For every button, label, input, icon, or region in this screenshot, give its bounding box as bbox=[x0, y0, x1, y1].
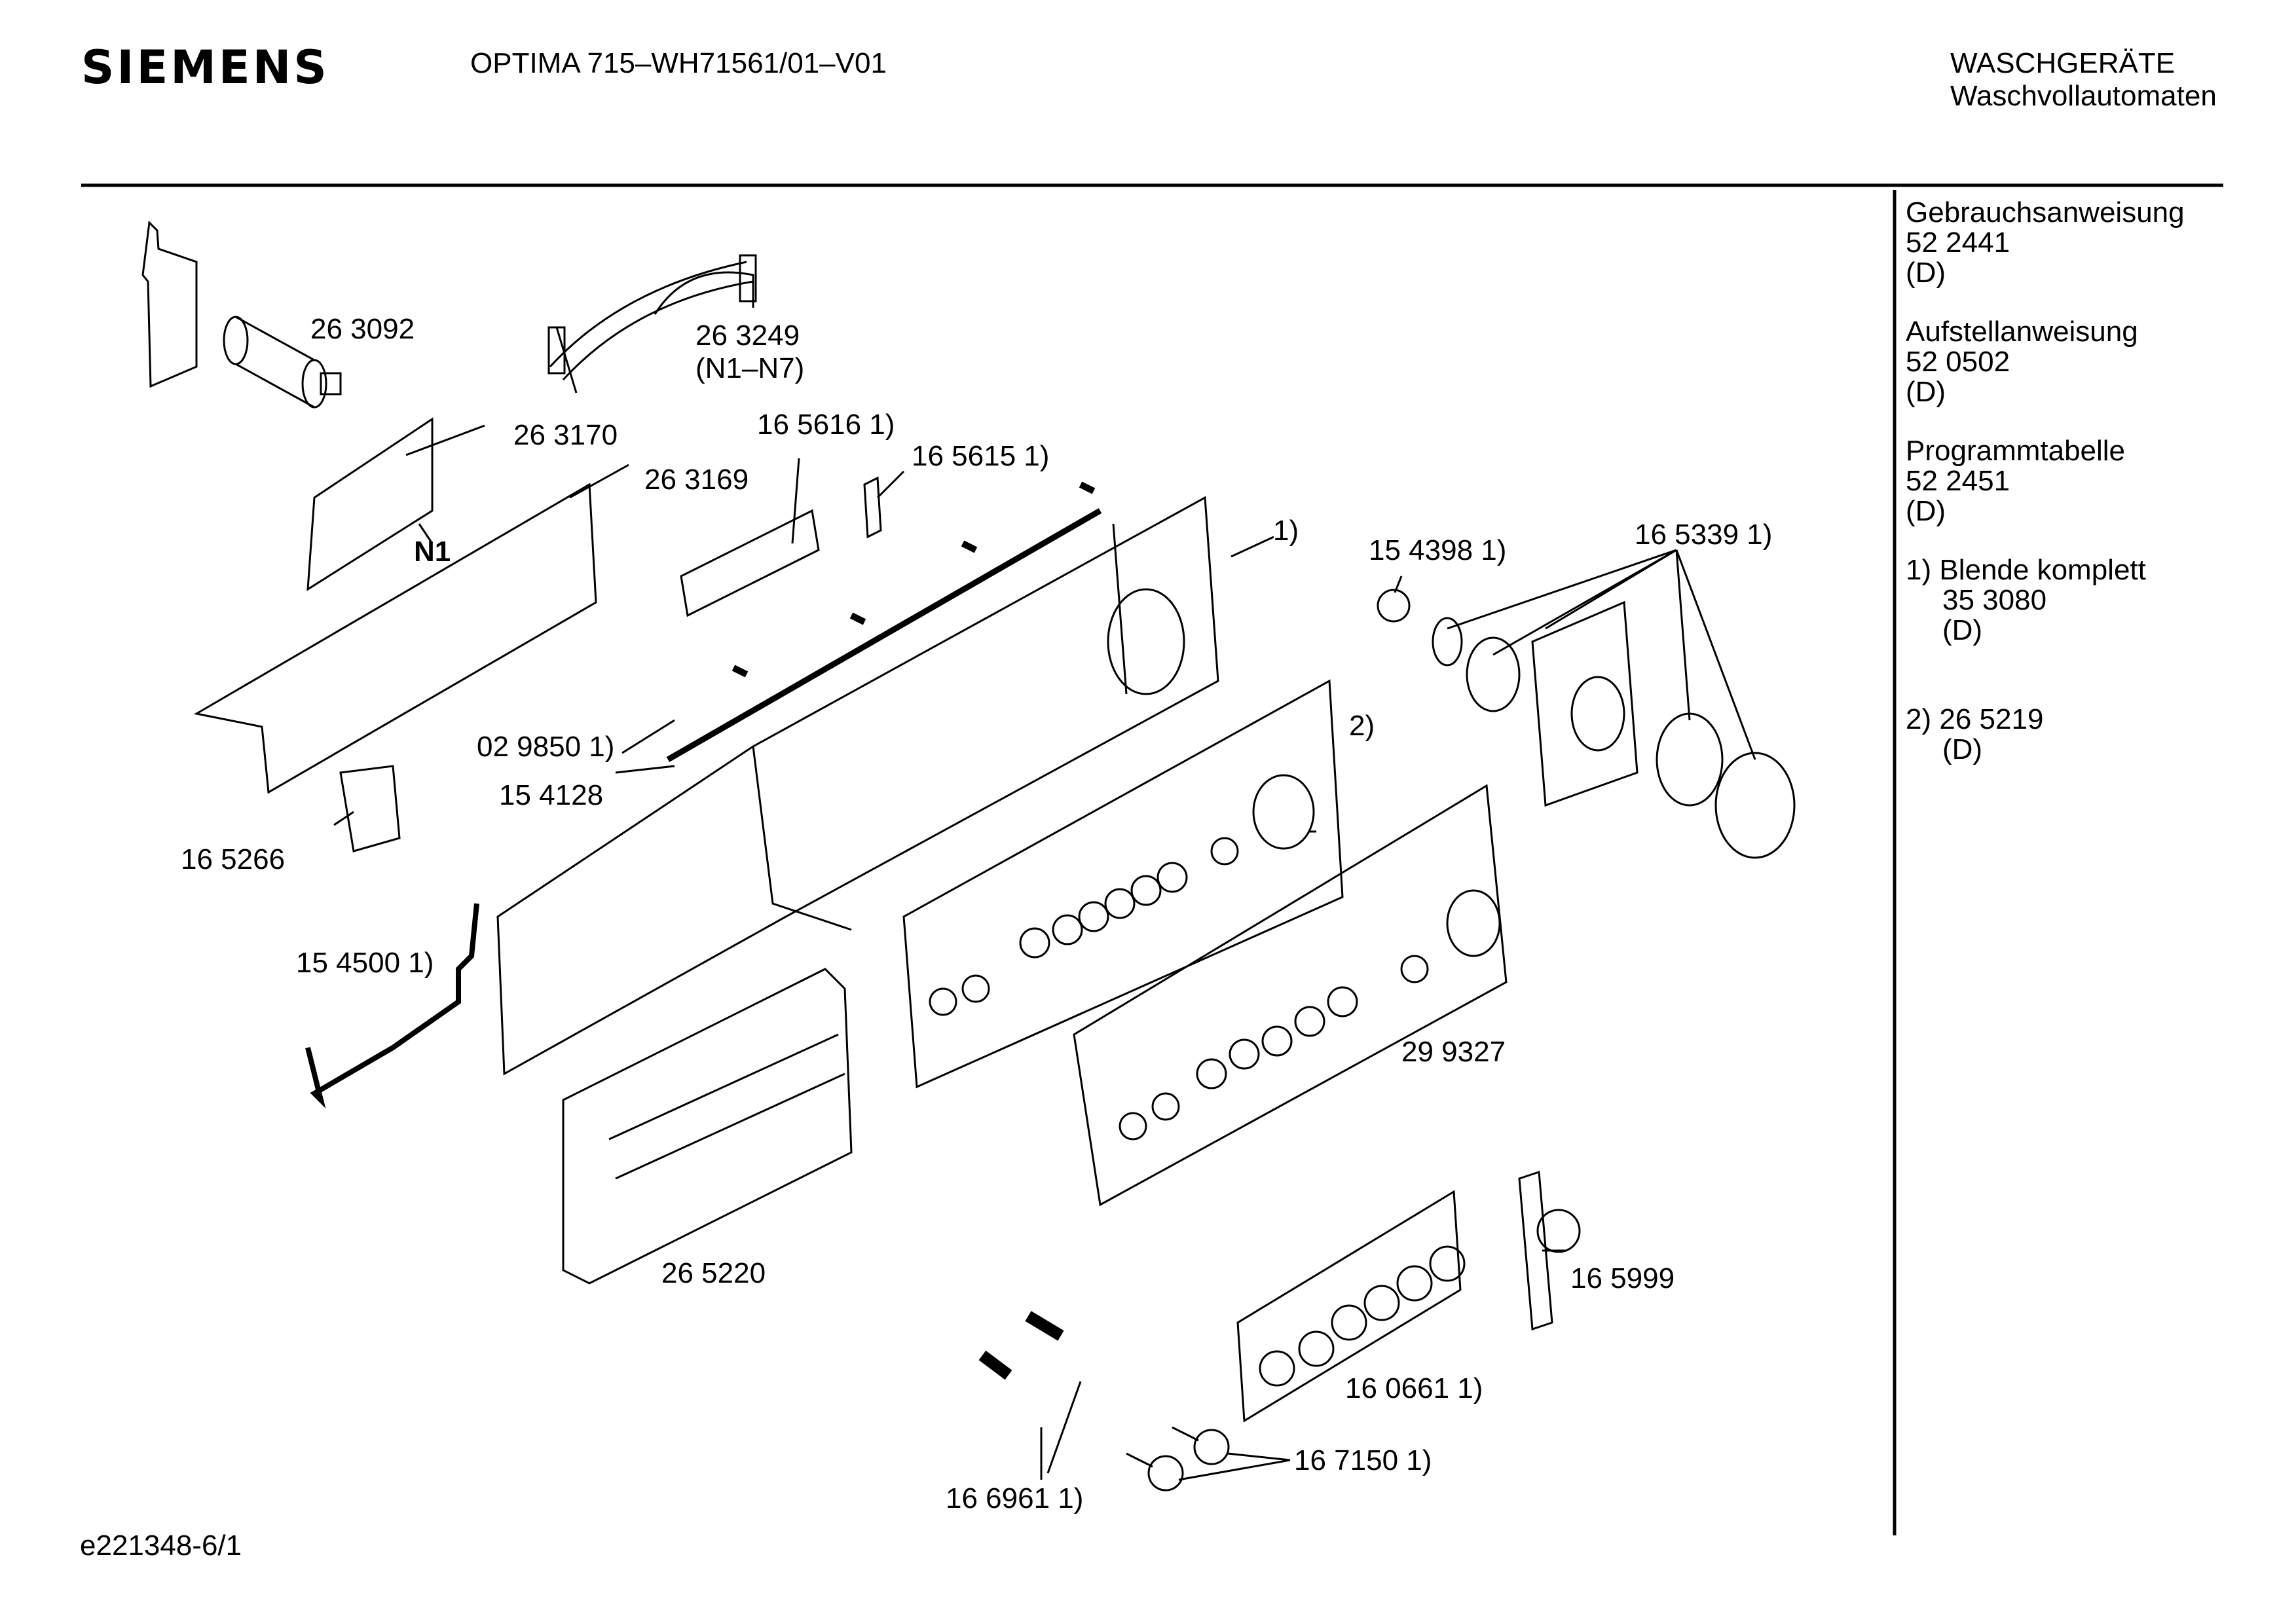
doc-item: Aufstellanweisung 52 0502 (D) bbox=[1906, 317, 2138, 407]
drawing-id: e221348-6/1 bbox=[80, 1530, 242, 1562]
leader-154398 bbox=[1394, 576, 1403, 593]
part-label: 26 3249 bbox=[695, 320, 800, 352]
siemens-logo: SIEMENS bbox=[81, 41, 329, 94]
faceplate-part bbox=[902, 679, 1344, 1089]
doc-title: Gebrauchsanweisung bbox=[1906, 196, 2185, 229]
panel-cover-part bbox=[1073, 784, 1508, 1207]
ribbon-cable-part bbox=[547, 254, 757, 394]
part-label: 16 5616 1) bbox=[757, 409, 895, 441]
subcategory-title: Waschvollautomaten bbox=[1950, 80, 2217, 112]
leader-263169 bbox=[569, 464, 629, 499]
note-title: Blende komplett bbox=[1939, 554, 2146, 586]
part-label: 16 0661 1) bbox=[1345, 1372, 1483, 1404]
knob-small-part bbox=[1377, 589, 1411, 623]
part-label: 16 5339 1) bbox=[1635, 519, 1773, 551]
doc-number: 52 2451 bbox=[1906, 465, 2010, 497]
leader-n1 bbox=[418, 523, 434, 544]
part-label: 26 3170 bbox=[513, 419, 618, 451]
leader-note1 bbox=[1231, 536, 1274, 558]
doc-title: Programmtabelle bbox=[1906, 435, 2126, 467]
part-label: 15 4398 1) bbox=[1369, 534, 1507, 566]
part-label: 16 5615 1) bbox=[912, 440, 1050, 472]
doc-list: Gebrauchsanweisung 52 2441 (D) bbox=[1906, 198, 2185, 346]
wire-part bbox=[305, 903, 479, 1109]
leader-029850 bbox=[621, 719, 675, 754]
doc-lang: (D) bbox=[1906, 495, 1946, 527]
contact-strip-part bbox=[680, 509, 820, 617]
button-caps-part bbox=[1126, 1426, 1230, 1492]
connector-part bbox=[339, 765, 401, 852]
part-label: 2) bbox=[1349, 710, 1375, 742]
leader-167150 bbox=[1178, 1452, 1291, 1481]
leader-165616 bbox=[791, 458, 800, 544]
part-label: 16 7150 1) bbox=[1294, 1444, 1432, 1476]
note-marker: 2) bbox=[1906, 703, 1932, 735]
leader-165266 bbox=[333, 811, 354, 826]
doc-title: Aufstellanweisung bbox=[1906, 316, 2138, 348]
part-label: 15 4500 1) bbox=[296, 947, 434, 979]
doc-number: 52 0502 bbox=[1906, 346, 2010, 378]
doc-number: 52 2441 bbox=[1906, 227, 2010, 259]
part-label: 26 5220 bbox=[661, 1257, 766, 1289]
spring-parts bbox=[731, 481, 1096, 678]
doc-item: Gebrauchsanweisung 52 2441 (D) bbox=[1906, 198, 2185, 288]
bracket-part bbox=[141, 220, 198, 388]
rod-part bbox=[666, 508, 1102, 762]
part-label: 02 9850 1) bbox=[477, 731, 615, 763]
doc-item: Programmtabelle 52 2451 (D) bbox=[1906, 436, 2125, 526]
control-panel-frame bbox=[496, 496, 1219, 1076]
note-lang: (D) bbox=[1942, 733, 1983, 765]
control-pcb-part bbox=[306, 417, 434, 591]
note-lang: (D) bbox=[1942, 614, 1983, 646]
part-label: 16 5266 bbox=[181, 843, 286, 875]
main-pcb-part bbox=[193, 483, 597, 794]
note-title: 26 5219 bbox=[1939, 703, 2044, 735]
note-item: 1) Blende komplett 35 3080 (D) bbox=[1906, 555, 2146, 646]
part-label: 16 5999 bbox=[1570, 1262, 1675, 1294]
part-label: 26 3092 bbox=[310, 313, 415, 345]
leader-154128 bbox=[615, 765, 675, 774]
part-label: (N1–N7) bbox=[695, 352, 805, 384]
doc-lang: (D) bbox=[1906, 257, 1946, 289]
spring-pair-part bbox=[978, 1311, 1064, 1380]
leader-166961 bbox=[1040, 1381, 1082, 1480]
pushbutton-block-part bbox=[1236, 1190, 1466, 1423]
leader-165615 bbox=[876, 470, 905, 499]
note-item: 2) 26 5219 (D) bbox=[1906, 705, 2043, 765]
category-title: WASCHGERÄTE bbox=[1950, 47, 2176, 79]
part-label: 16 6961 1) bbox=[946, 1482, 1084, 1514]
note-marker: 1) bbox=[1906, 554, 1932, 586]
clip-part bbox=[863, 476, 882, 539]
selector-assembly-part bbox=[1432, 549, 1796, 859]
drawer-handle-part bbox=[562, 968, 853, 1285]
part-label: 15 4128 bbox=[499, 779, 604, 811]
doc-lang: (D) bbox=[1906, 376, 1946, 408]
model-title: OPTIMA 715–WH71561/01–V01 bbox=[470, 47, 887, 79]
switch-part bbox=[1518, 1170, 1581, 1331]
part-label: N1 bbox=[414, 536, 451, 568]
part-label: 1) bbox=[1273, 515, 1299, 547]
note-number: 35 3080 bbox=[1942, 584, 2047, 616]
part-label: 29 9327 bbox=[1401, 1036, 1506, 1068]
part-label: 26 3169 bbox=[644, 464, 749, 496]
capacitor-part bbox=[223, 316, 342, 409]
leader-263170 bbox=[405, 424, 485, 456]
